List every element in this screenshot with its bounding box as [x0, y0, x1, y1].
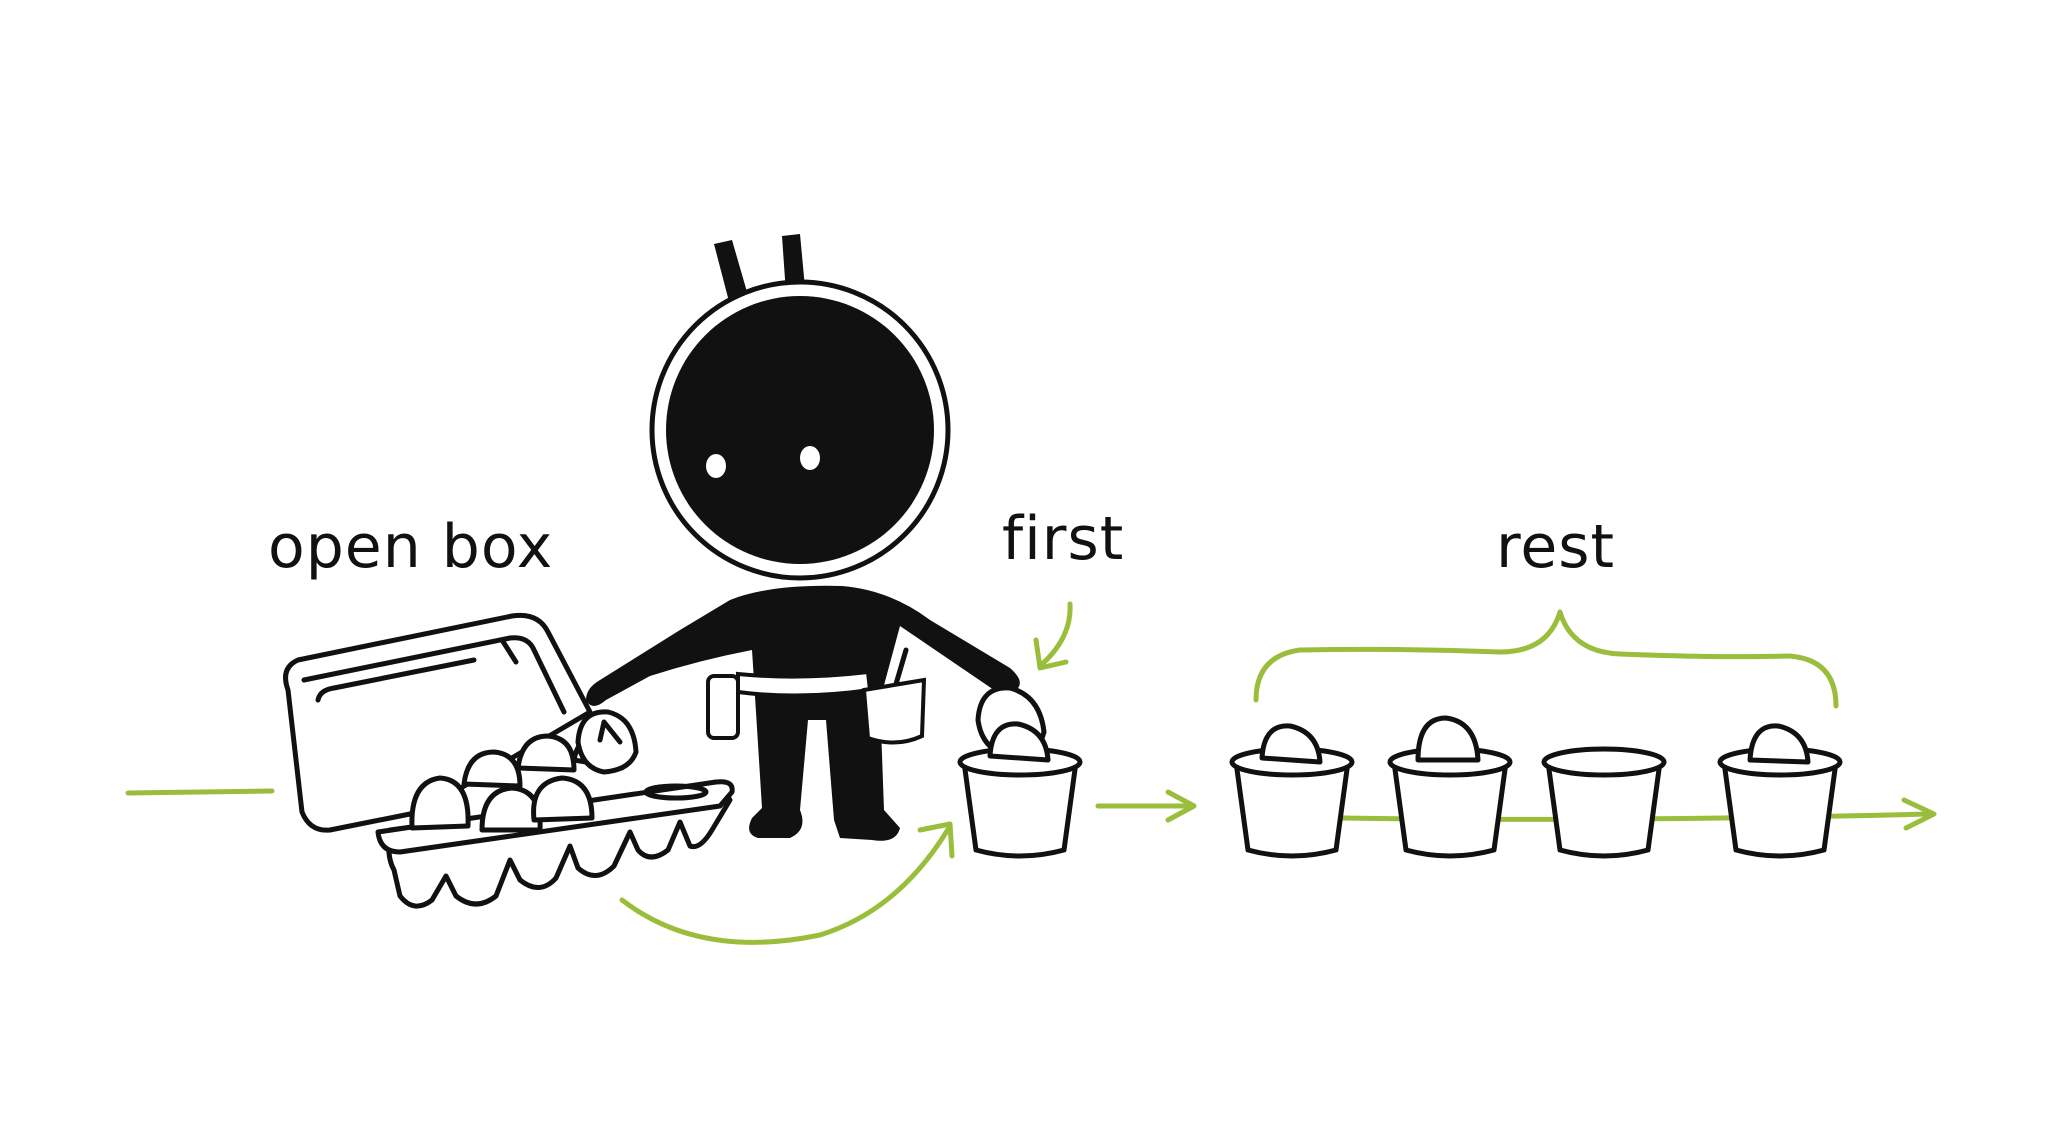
egg-icon — [1259, 723, 1323, 765]
first-label: first — [1002, 504, 1125, 574]
bucket-icon — [1390, 749, 1510, 856]
bucket-icon — [960, 749, 1080, 856]
open-box-label: open box — [268, 512, 554, 582]
rest-label: rest — [1496, 512, 1616, 582]
egg-icon — [1747, 723, 1811, 765]
robot-character-icon — [575, 234, 1047, 841]
first-pointer-arrow — [1037, 601, 1073, 669]
egg-carton-icon — [283, 612, 735, 909]
bucket-icon — [1544, 749, 1664, 856]
bucket-icon — [1720, 749, 1840, 856]
egg-icon — [987, 721, 1051, 763]
curly-brace-icon — [1253, 609, 1839, 709]
bucket-icon — [1232, 749, 1352, 856]
input-line — [125, 788, 275, 796]
egg-icon — [1415, 715, 1481, 763]
move-arrow — [619, 823, 953, 945]
